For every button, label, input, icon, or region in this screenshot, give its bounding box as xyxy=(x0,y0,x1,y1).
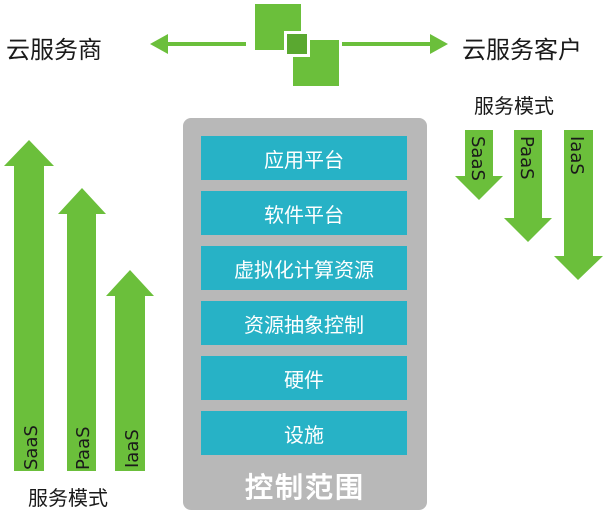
right-models-title: 服务模式 xyxy=(474,94,554,118)
left-models-title: 服务模式 xyxy=(28,486,108,510)
right-iaas-label: IaaS xyxy=(566,136,587,175)
left-saas-label: SaaS xyxy=(21,425,42,470)
right-saas-label: SaaS xyxy=(467,136,488,181)
left-horizontal-arrow xyxy=(150,34,246,54)
left-iaas-arrow xyxy=(106,270,154,471)
provider-label: 云服务商 xyxy=(6,36,102,64)
right-paas-arrow xyxy=(504,130,552,242)
right-arrows xyxy=(455,130,603,280)
layer-software-platform: 软件平台 xyxy=(201,191,407,235)
left-arrows xyxy=(4,140,154,471)
layer-application-platform: 应用平台 xyxy=(201,136,407,180)
right-paas-label: PaaS xyxy=(516,136,537,180)
stack-title: 控制范围 xyxy=(244,471,365,504)
left-iaas-label: IaaS xyxy=(122,429,143,468)
layer-virtualized-compute: 虚拟化计算资源 xyxy=(201,246,407,290)
customer-label: 云服务客户 xyxy=(462,36,582,64)
layer-resource-abstraction: 资源抽象控制 xyxy=(201,301,407,345)
left-paas-arrow xyxy=(58,188,106,471)
layer-hardware: 硬件 xyxy=(201,356,407,400)
layer-facilities: 设施 xyxy=(201,411,407,455)
left-paas-label: PaaS xyxy=(73,426,94,470)
control-scope-stack: 应用平台 软件平台 虚拟化计算资源 资源抽象控制 硬件 设施 控制范围 xyxy=(183,118,427,510)
right-saas-arrow xyxy=(455,130,503,200)
cloud-logo-icon xyxy=(255,4,339,86)
right-horizontal-arrow xyxy=(342,34,448,54)
top-graphics xyxy=(150,4,448,86)
left-saas-arrow xyxy=(4,140,54,471)
right-iaas-arrow xyxy=(554,130,603,280)
